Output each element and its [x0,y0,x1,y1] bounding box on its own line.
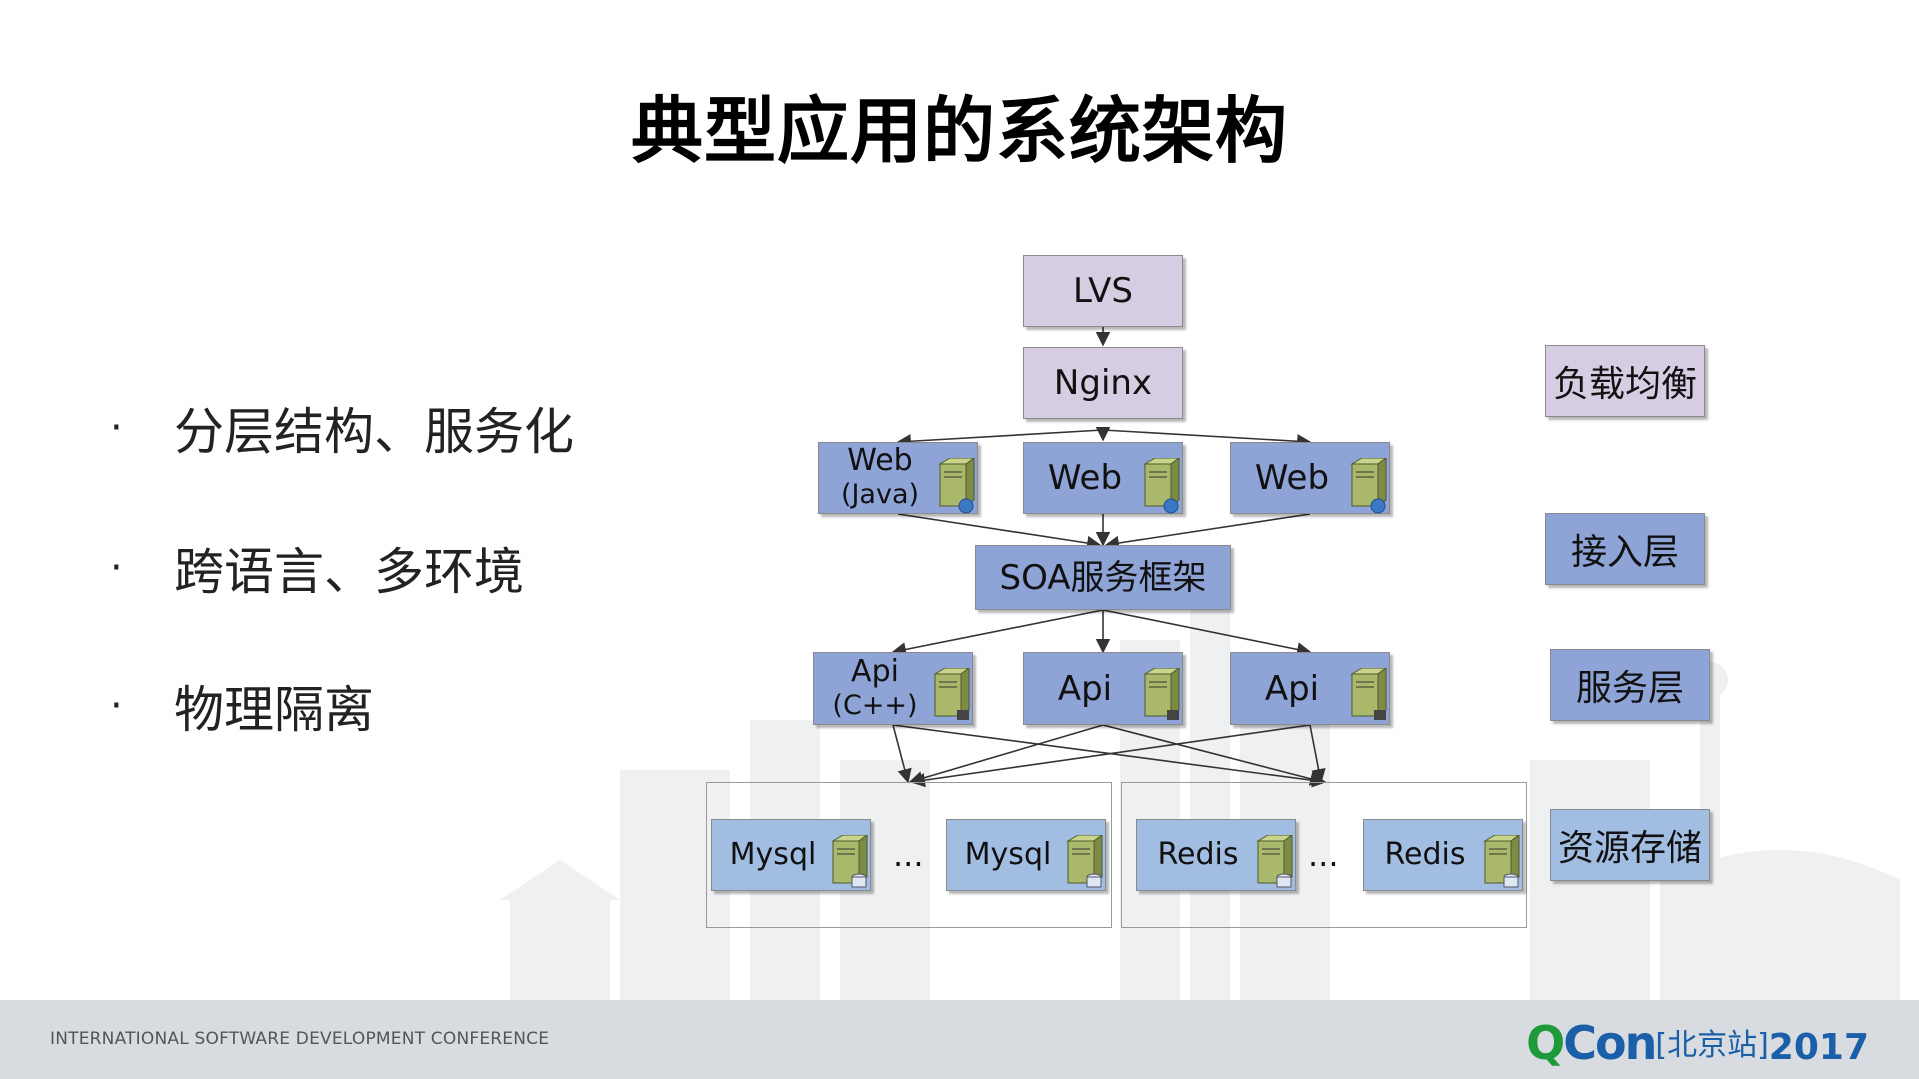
bullet-text: 跨语言、多环境 [174,543,524,601]
web-java-sublabel: (Java) [840,479,920,510]
web-java-label: Web [847,443,913,478]
bullet-marker: · [110,683,123,729]
api-cpp-label: Api [851,653,899,689]
connector-web3-soa [1104,513,1311,551]
nginx-box: Nginx [1023,347,1183,419]
api-server-icon [933,668,970,720]
connector-soa-api3 [1102,609,1312,657]
mysql-group-frame [706,782,1112,928]
lvs-box: LVS [1023,255,1183,327]
lvs-label: LVS [1072,271,1134,311]
web-label: Web [1254,458,1330,498]
web-server-icon [1350,458,1387,514]
database-server-icon [1256,835,1293,888]
database-server-icon [1483,835,1520,888]
qcon-logo: QCon[北京站]2017 [1526,1016,1869,1070]
conference-name: INTERNATIONAL SOFTWARE DEVELOPMENT CONFE… [50,1029,550,1049]
database-server-icon [831,835,868,888]
logo-con: Con [1563,1016,1657,1070]
redis-group-frame [1121,782,1527,928]
logo-q: Q [1526,1016,1565,1070]
logo-year: 2017 [1768,1027,1869,1068]
redis-ellipsis: ... [1308,836,1339,874]
layer-label-text: 资源存储 [1557,828,1702,869]
redis-label: Redis [1384,837,1466,872]
logo-city: [北京站] [1655,1028,1769,1063]
connector-api2-redis [1102,724,1325,786]
web-server-icon [938,458,975,514]
soa-framework-box: SOA服务框架 [975,545,1231,610]
connector-api1-mysql [892,724,912,784]
layer-label-service: 服务层 [1550,649,1710,721]
layer-label-access: 接入层 [1545,513,1705,585]
connector-nginx-web3 [1102,429,1312,449]
connector-web1-soa [897,513,1102,551]
layer-label-text: 接入层 [1570,532,1679,573]
connector-api2-mysql [908,724,1104,786]
layer-label-text: 负载均衡 [1552,364,1697,405]
connector-api3-mysql [910,724,1311,788]
redis-label: Redis [1157,837,1239,872]
bullet-text: 物理隔离 [174,681,374,739]
bullet-marker: · [110,545,123,591]
web-server-icon [1143,458,1180,514]
layer-label-load-balance: 负载均衡 [1545,345,1705,417]
mysql-label: Mysql [729,837,817,872]
layer-label-storage: 资源存储 [1550,809,1710,881]
api-server-icon [1350,668,1387,720]
api-server-icon [1143,668,1180,720]
connector-soa-api1 [891,609,1104,657]
api-label: Api [1057,668,1113,709]
bullet-item: · 跨语言、多环境 [110,532,524,604]
mysql-ellipsis: ... [893,836,924,874]
database-server-icon [1066,835,1103,888]
bullet-text: 分层结构、服务化 [174,403,574,461]
connector-nginx-web1 [896,429,1104,449]
web-label: Web [1047,458,1123,498]
bullet-item: · 物理隔离 [110,670,374,742]
soa-label: SOA服务框架 [999,557,1207,598]
connector-api3-redis [1309,724,1326,784]
mysql-label: Mysql [964,837,1052,872]
api-label: Api [1264,668,1320,709]
api-cpp-sublabel: (C++) [832,689,918,721]
page-title: 典型应用的系统架构 [630,89,1288,173]
bullet-marker: · [110,405,123,451]
bullet-item: · 分层结构、服务化 [110,392,574,464]
footer-bar [0,1000,1919,1079]
layer-label-text: 服务层 [1575,668,1684,709]
nginx-label: Nginx [1053,363,1153,403]
